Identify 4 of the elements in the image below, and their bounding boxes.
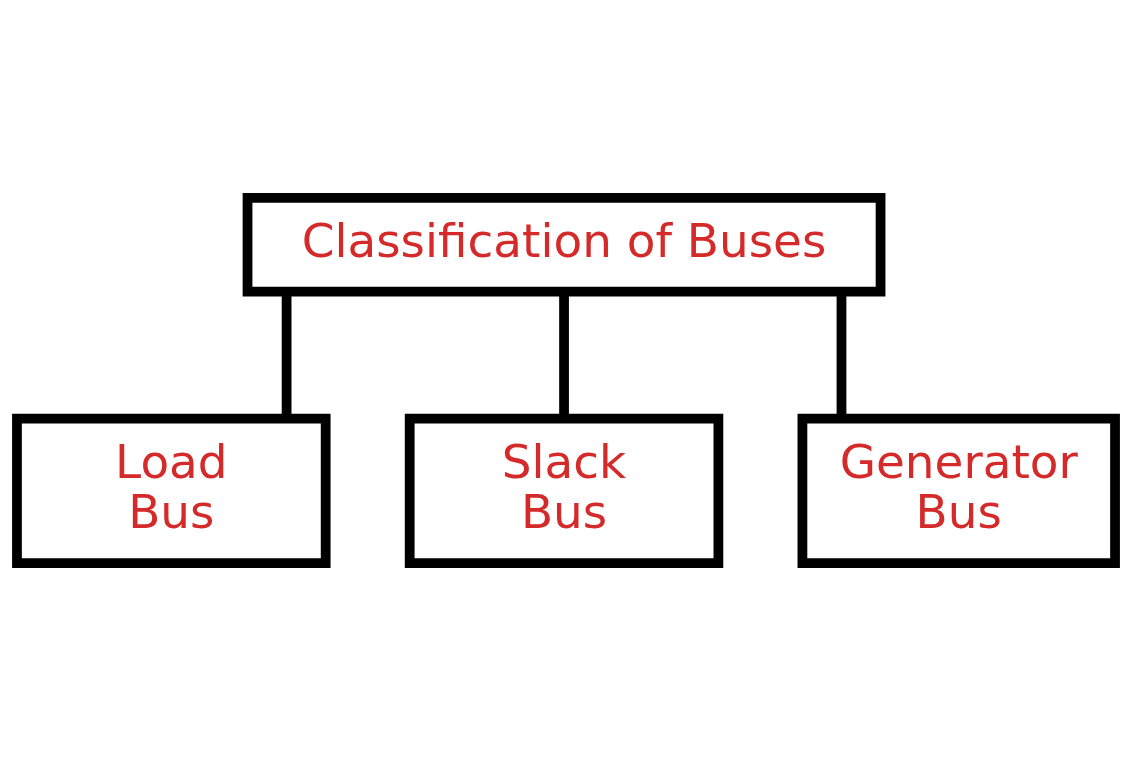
node-box: Load Bus (12, 413, 331, 569)
node-box: Slack Bus (404, 413, 724, 569)
node-box: Generator Bus (797, 413, 1120, 569)
node-box: Classification of Buses (242, 192, 886, 297)
